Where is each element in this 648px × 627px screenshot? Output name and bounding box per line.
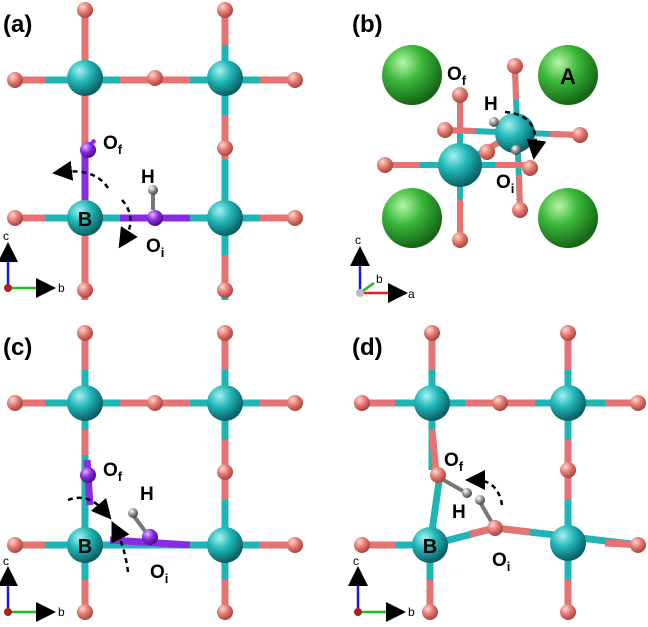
h-label-c: H	[140, 484, 154, 505]
arrow-a2	[118, 199, 138, 249]
a-atoms-b	[382, 45, 598, 248]
axis-label-b-d: b	[408, 605, 415, 619]
b-label-a: B	[78, 209, 92, 231]
b-label-c: B	[78, 536, 92, 558]
panel-tag-b: (b)	[352, 11, 383, 38]
b-atoms-c	[67, 385, 243, 563]
b-atom-front-b	[438, 143, 482, 187]
h-atom-d2	[475, 495, 485, 505]
oi-label-d: Oi	[492, 550, 510, 574]
oi-atom-a	[147, 210, 163, 226]
of-label-d: Of	[444, 450, 464, 474]
oi-label-b: Oi	[496, 172, 514, 196]
oi-label-a: Oi	[146, 236, 164, 260]
axis-label-c-c: c	[3, 554, 9, 568]
panel-d: (d) B Of H Oi c b	[348, 325, 646, 622]
axes-b: c b a	[350, 233, 415, 303]
arrow-b	[504, 110, 547, 160]
h-atom-d1	[462, 488, 472, 498]
oi-label-c: Oi	[150, 562, 168, 586]
panel-c: (c) B Of H Oi c b	[0, 325, 303, 622]
o-atoms-d	[354, 325, 646, 620]
arrow-d	[465, 470, 504, 506]
panel-a: (a) B Of H Oi c b	[0, 2, 303, 300]
o-atoms-b	[377, 58, 588, 248]
axis-label-a-b: a	[408, 287, 415, 301]
axis-label-b-a: b	[58, 281, 65, 295]
h-label-d: H	[452, 502, 466, 523]
of-label-a: Of	[103, 133, 123, 157]
h-label-a: H	[141, 167, 155, 188]
of-atom-c	[80, 467, 96, 483]
panel-tag-c: (c)	[3, 334, 32, 361]
axis-label-c-b: c	[355, 233, 361, 247]
o-atoms-a	[7, 2, 303, 298]
arrow-c2	[111, 521, 130, 573]
b-atom-back-b	[495, 113, 535, 153]
of-label-c: Of	[103, 460, 123, 484]
arrow-c1	[67, 496, 112, 520]
axis-label-b-b: b	[376, 272, 383, 286]
h-atom-c	[128, 508, 138, 518]
arrow-a1	[52, 160, 110, 189]
a-label-b: A	[560, 64, 576, 89]
axes-c: c b	[0, 554, 65, 622]
axis-label-c-a: c	[3, 229, 9, 243]
b-atoms-d	[412, 385, 586, 563]
axes-a: c b	[0, 229, 65, 298]
of-atom-a	[80, 142, 96, 158]
oi-atom-c	[142, 529, 158, 545]
of-label-b: Of	[447, 64, 467, 88]
h-label-b: H	[484, 94, 498, 115]
b-atoms-a	[67, 60, 243, 236]
panel-tag-a: (a)	[3, 11, 32, 38]
axis-label-c-d: c	[353, 554, 359, 568]
h-atom-b	[489, 117, 499, 127]
panel-b: (b) A Of H Oi c b a	[350, 11, 598, 303]
axes-d: c b	[348, 554, 415, 622]
axis-label-b-c: b	[58, 605, 65, 619]
h-atom-a	[148, 185, 158, 195]
o-atoms-c	[7, 325, 303, 620]
b-label-d: B	[423, 536, 437, 558]
panel-tag-d: (d)	[352, 334, 383, 361]
h-atom-b2	[511, 145, 521, 155]
